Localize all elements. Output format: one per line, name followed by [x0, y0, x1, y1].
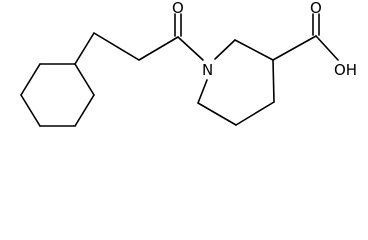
- propanoyl-chain: [74, 13, 204, 65]
- bond: [74, 63, 95, 96]
- bond: [197, 79, 208, 104]
- bond: [20, 63, 41, 96]
- bond: [234, 39, 274, 61]
- ketone-oxygen-label: O: [172, 0, 184, 17]
- bond: [197, 102, 237, 126]
- bond: [272, 35, 317, 61]
- cyclohexane-ring: [20, 63, 95, 127]
- molecule-diagram: O N O OH: [20, 0, 357, 127]
- carbonyl-oxygen-label: O: [310, 0, 322, 17]
- piperidine-ring: [197, 39, 275, 126]
- bond: [93, 32, 140, 61]
- hydroxyl-label: OH: [334, 61, 357, 79]
- bond: [74, 32, 95, 65]
- bond: [20, 94, 41, 127]
- bond: [138, 36, 179, 61]
- bond: [315, 35, 339, 61]
- bond: [177, 36, 204, 61]
- bond: [214, 39, 236, 60]
- nitrogen-label: N: [202, 61, 213, 79]
- bond: [235, 101, 275, 126]
- bond: [272, 59, 275, 103]
- bond: [74, 94, 95, 127]
- carboxylic-acid-group: [272, 13, 339, 61]
